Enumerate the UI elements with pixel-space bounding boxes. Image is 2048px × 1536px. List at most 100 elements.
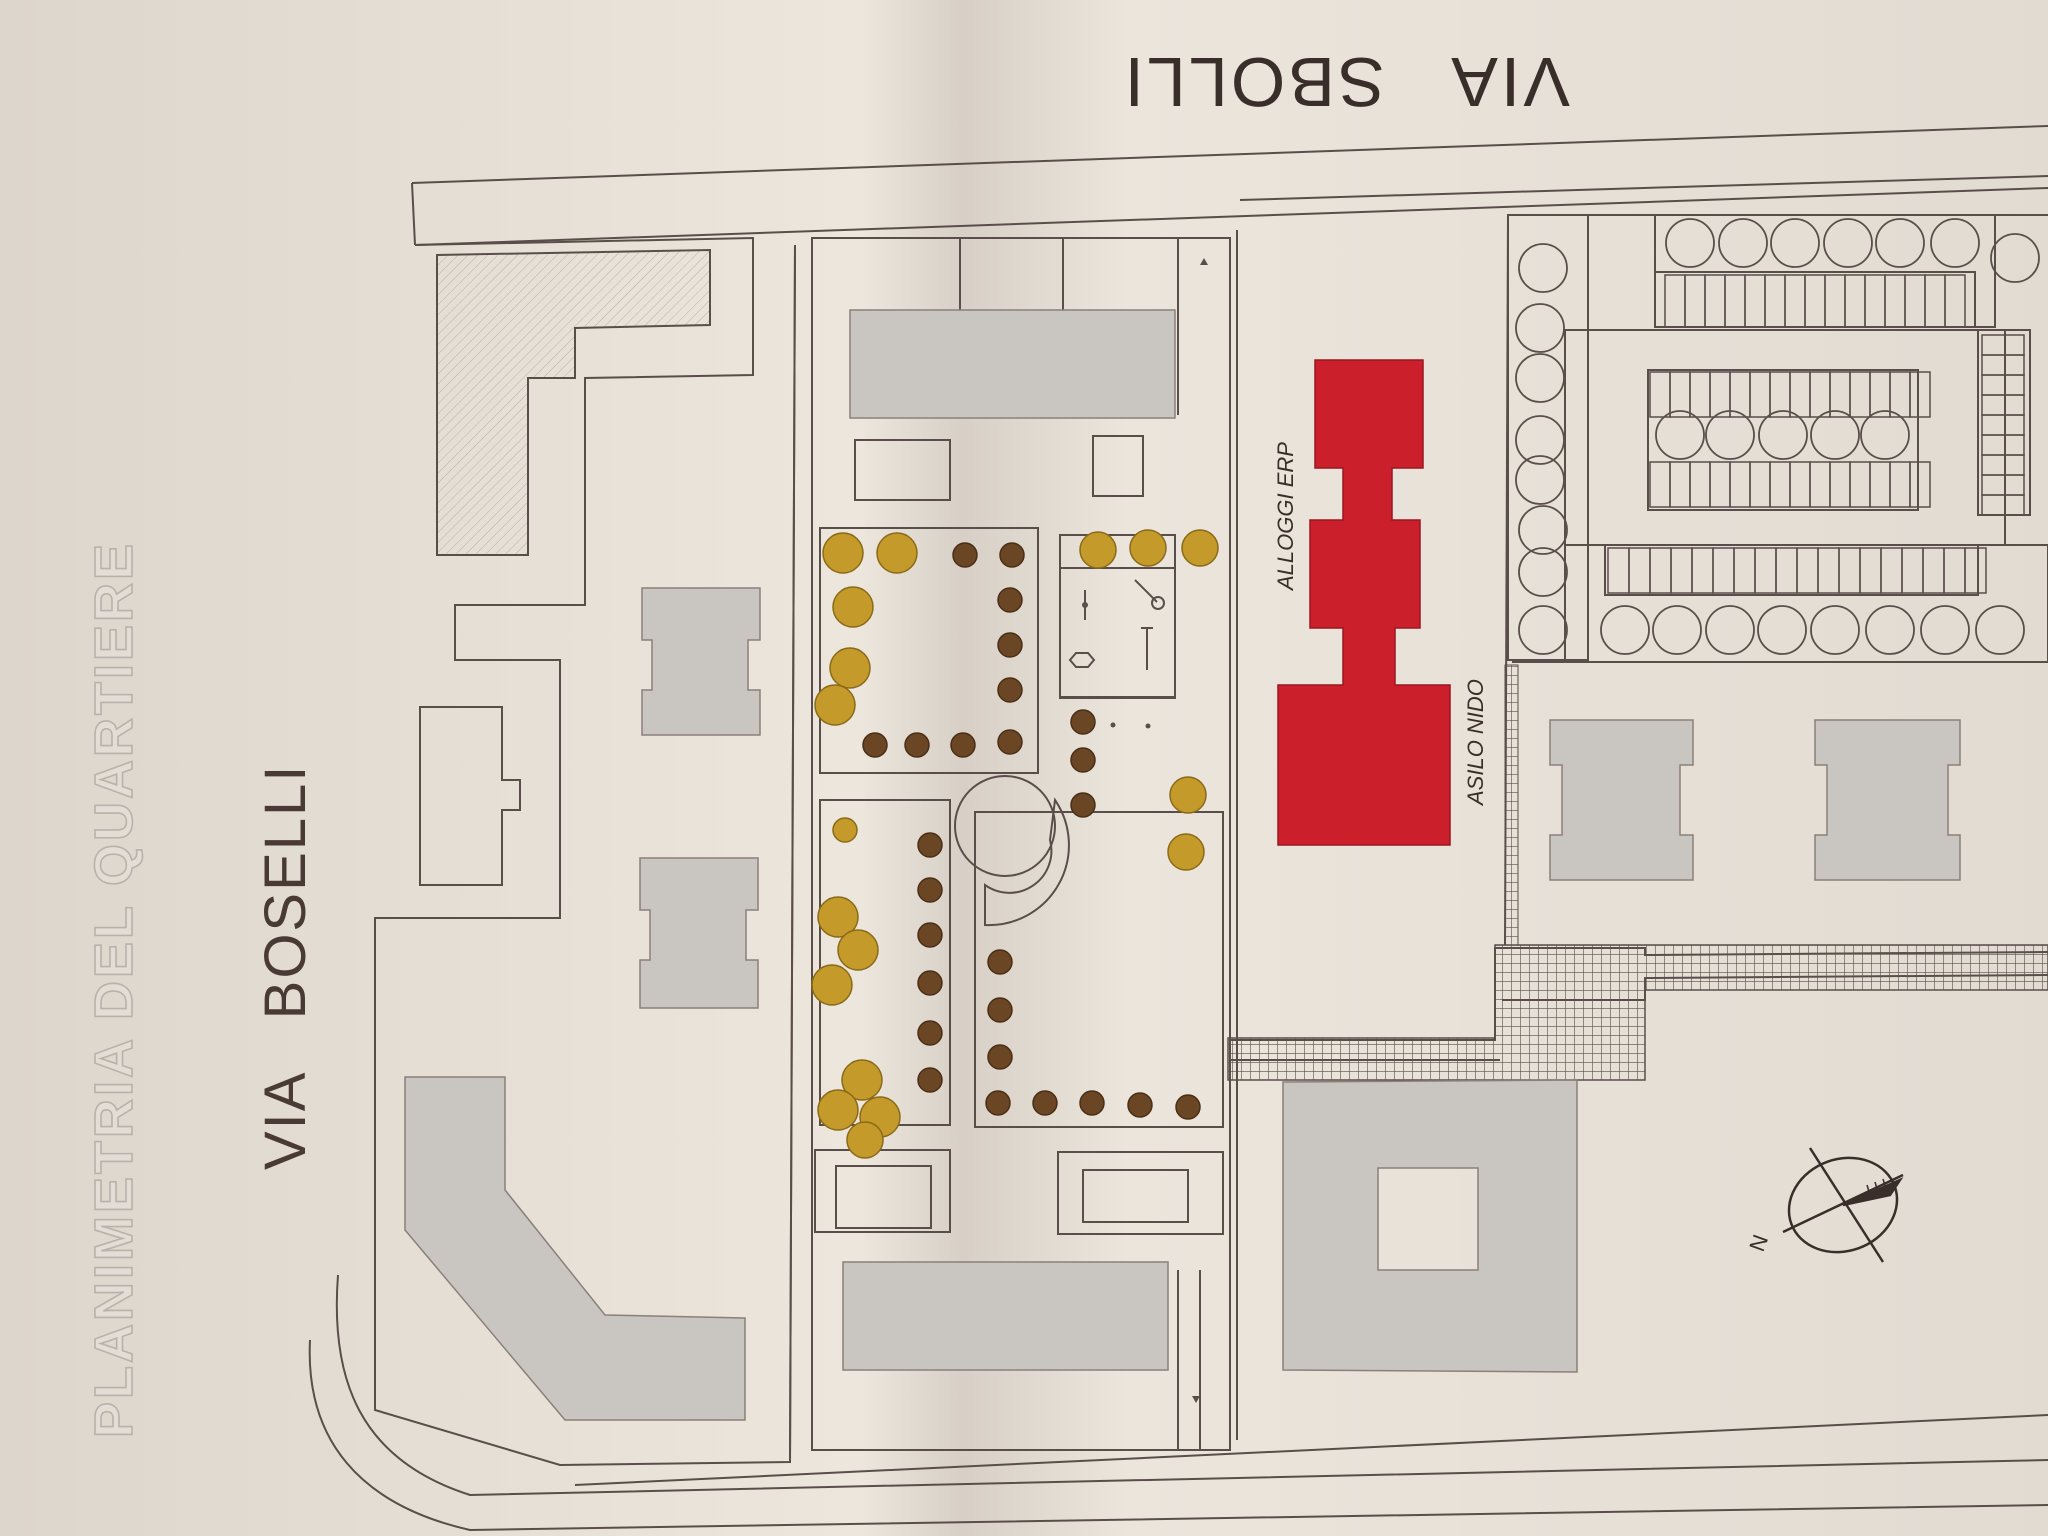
pavilion-south bbox=[842, 1261, 1169, 1371]
tree-5 bbox=[997, 729, 1023, 755]
parking-tree-13 bbox=[1518, 547, 1568, 597]
tree-29 bbox=[817, 896, 859, 938]
tree-9 bbox=[822, 532, 864, 574]
tree-19 bbox=[1070, 792, 1096, 818]
parking-tree-19 bbox=[1810, 605, 1860, 655]
tree-41 bbox=[1079, 1090, 1105, 1116]
tree-28 bbox=[832, 817, 858, 843]
parking-tree-14 bbox=[1518, 605, 1568, 655]
label-alloggi-erp: ALLOGGI ERP bbox=[1273, 442, 1298, 592]
tree-24 bbox=[917, 922, 943, 948]
street-label-via-boselli: VIA BOSELLI bbox=[253, 764, 318, 1170]
parking-stall-28 bbox=[1909, 371, 1931, 418]
tree-11 bbox=[832, 586, 874, 628]
tree-14 bbox=[1079, 531, 1117, 569]
tree-15 bbox=[1129, 529, 1167, 567]
tree-23 bbox=[917, 877, 943, 903]
parking-west bbox=[1507, 214, 1589, 661]
parking-tree-12 bbox=[1518, 505, 1568, 555]
tree-17 bbox=[1070, 709, 1096, 735]
tree-38 bbox=[987, 1044, 1013, 1070]
tree-21 bbox=[1167, 833, 1205, 871]
parking-tree-8 bbox=[1515, 303, 1565, 353]
playground-icons bbox=[1068, 579, 1165, 729]
tree-36 bbox=[987, 949, 1013, 975]
parking-circles bbox=[1515, 218, 2040, 655]
tree-31 bbox=[811, 964, 853, 1006]
tree-1 bbox=[999, 542, 1025, 568]
parking-stalls bbox=[1607, 274, 2025, 594]
tree-39 bbox=[985, 1090, 1011, 1116]
parking-tree-5 bbox=[1930, 218, 1980, 268]
tree-22 bbox=[917, 832, 943, 858]
street-lines bbox=[308, 125, 2048, 1532]
parking-tree-17 bbox=[1705, 605, 1755, 655]
tree-7 bbox=[904, 732, 930, 758]
parking-stall-42 bbox=[1909, 461, 1931, 508]
tree-12 bbox=[829, 647, 871, 689]
tree-16 bbox=[1181, 529, 1219, 567]
street-label-via-sbolli: VIA SBOLLI bbox=[1122, 43, 1570, 121]
parking-stall-14 bbox=[1944, 274, 1966, 328]
plaza-circle bbox=[954, 775, 1056, 877]
tree-30 bbox=[837, 929, 879, 971]
pavilion-north bbox=[849, 309, 1176, 419]
parking-tree-0 bbox=[1665, 218, 1715, 268]
map-title: PLANIMETRIA DEL QUARTIERE bbox=[84, 541, 144, 1438]
tree-0 bbox=[952, 542, 978, 568]
tree-6 bbox=[950, 732, 976, 758]
tree-32 bbox=[841, 1059, 883, 1101]
tree-3 bbox=[997, 632, 1023, 658]
tree-27 bbox=[917, 1067, 943, 1093]
building-tower-east-2 bbox=[1814, 719, 1961, 881]
compass-rose-icon bbox=[1782, 1147, 1904, 1263]
parking-tree-15 bbox=[1600, 605, 1650, 655]
grid-paving-strip bbox=[1504, 664, 1519, 946]
tree-2 bbox=[997, 587, 1023, 613]
building-l-shape bbox=[436, 248, 711, 556]
parking-tree-26 bbox=[1810, 410, 1860, 460]
parking-tree-6 bbox=[1990, 233, 2040, 283]
tree-40 bbox=[1032, 1090, 1058, 1116]
parking-tree-4 bbox=[1875, 218, 1925, 268]
parking-tree-9 bbox=[1515, 353, 1565, 403]
tree-26 bbox=[917, 1020, 943, 1046]
parking-tree-18 bbox=[1757, 605, 1807, 655]
tree-35 bbox=[846, 1121, 884, 1159]
building-bent bbox=[404, 1076, 746, 1421]
parking-tree-20 bbox=[1865, 605, 1915, 655]
tree-33 bbox=[817, 1089, 859, 1131]
tree-20 bbox=[1169, 776, 1207, 814]
parking-tree-23 bbox=[1655, 410, 1705, 460]
tree-8 bbox=[862, 732, 888, 758]
plaza-arc bbox=[984, 797, 1070, 927]
building-courtyard bbox=[1282, 1079, 1578, 1373]
parking-tree-16 bbox=[1652, 605, 1702, 655]
tree-4 bbox=[997, 677, 1023, 703]
alloggi-erp-asilo-nido[interactable] bbox=[1277, 359, 1451, 846]
parking-tree-24 bbox=[1705, 410, 1755, 460]
parking-tree-25 bbox=[1758, 410, 1808, 460]
building-tower-2 bbox=[639, 857, 759, 1009]
parking-tree-21 bbox=[1920, 605, 1970, 655]
parking-east bbox=[1564, 214, 2048, 663]
tree-18 bbox=[1070, 747, 1096, 773]
tree-43 bbox=[1175, 1094, 1201, 1120]
parking-tree-2 bbox=[1770, 218, 1820, 268]
label-asilo-nido: ASILO NIDO bbox=[1463, 679, 1488, 807]
tree-37 bbox=[987, 997, 1013, 1023]
parking-tree-27 bbox=[1860, 410, 1910, 460]
parking-tree-22 bbox=[1975, 605, 2025, 655]
parking-tree-7 bbox=[1518, 243, 1568, 293]
tree-25 bbox=[917, 970, 943, 996]
tree-10 bbox=[876, 532, 918, 574]
tree-13 bbox=[814, 684, 856, 726]
west-strip bbox=[374, 236, 796, 1467]
parking-tree-11 bbox=[1515, 455, 1565, 505]
parking-tree-3 bbox=[1823, 218, 1873, 268]
parking-stall-60 bbox=[1964, 547, 1987, 594]
trees bbox=[811, 529, 1219, 1159]
building-tower-1 bbox=[641, 587, 761, 736]
